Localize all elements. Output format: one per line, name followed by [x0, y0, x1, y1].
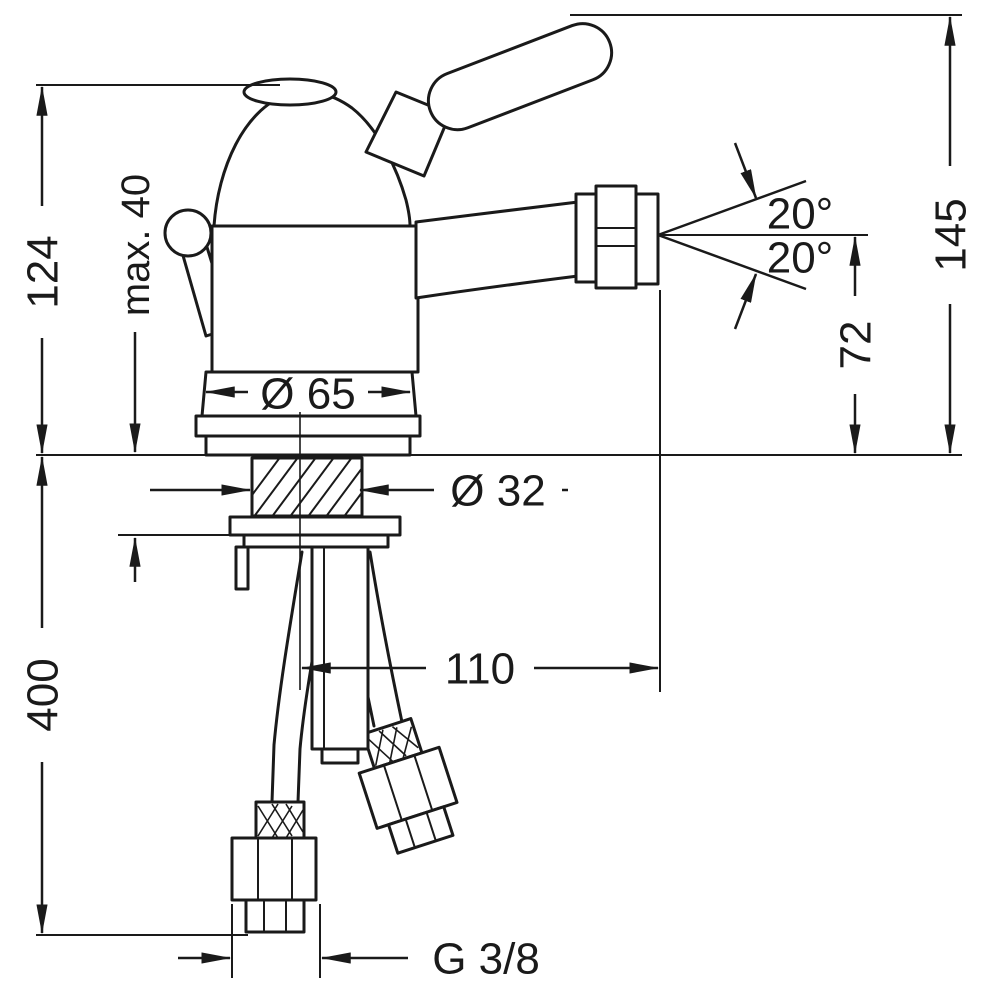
spray-angle-lower-arrow [733, 272, 758, 330]
drain-rod [234, 545, 250, 591]
dim-label-max40: max. 40 [114, 174, 158, 316]
lever-handle [364, 22, 614, 178]
extension-lines [36, 14, 962, 978]
aerator [574, 184, 660, 290]
supply-hose-left [230, 550, 332, 934]
faucet-body [210, 200, 580, 374]
dim-label-d65: Ø 65 [260, 369, 355, 418]
dim-label-g38: G 3/8 [432, 934, 540, 983]
hose-nut-cap [387, 805, 455, 855]
dimension-annotations: 124 400 max. 40 145 72 Ø 65 Ø 32 110 G 3… [18, 14, 975, 984]
label-masks [20, 166, 972, 762]
supply-pipe [310, 545, 370, 765]
dim-label-72: 72 [831, 321, 880, 370]
thread-hatching [253, 459, 361, 515]
hose-nut-cap [244, 898, 306, 934]
dim-label-145: 145 [926, 198, 975, 271]
dim-label-400: 400 [18, 658, 67, 731]
threaded-shank [228, 456, 402, 591]
dome-cap [242, 77, 338, 107]
hose-nut [230, 836, 318, 902]
dim-label-110: 110 [445, 644, 515, 693]
spray-angle-lower-line [657, 233, 807, 291]
mounting-plate [242, 533, 390, 549]
dim-label-d32: Ø 32 [450, 466, 545, 515]
faucet-outline [163, 22, 660, 934]
spray-angle-upper-line [657, 179, 807, 237]
spray-angle-upper-arrow [733, 142, 758, 200]
spout [414, 200, 580, 300]
mounting-washer [228, 515, 402, 537]
dim-label-angle-lower: 20° [767, 233, 834, 282]
dim-label-angle-upper: 20° [767, 189, 834, 238]
dimension-labels: 124 400 max. 40 145 72 Ø 65 Ø 32 110 G 3… [18, 174, 975, 984]
dim-label-124: 124 [18, 235, 67, 308]
